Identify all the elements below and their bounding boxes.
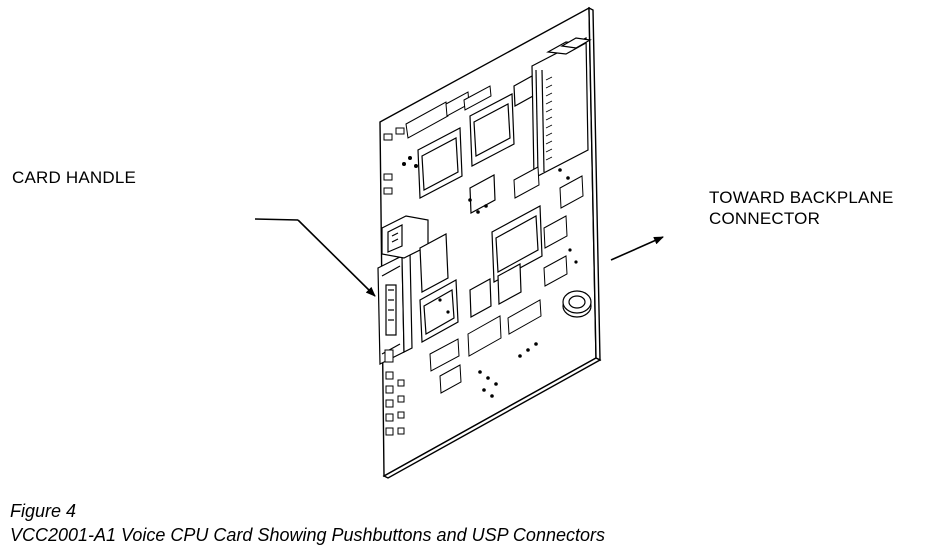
figure-title: VCC2001-A1 Voice CPU Card Showing Pushbu… <box>10 525 605 545</box>
component-pads <box>402 156 578 398</box>
backplane-label-line1: TOWARD BACKPLANE <box>709 188 894 207</box>
circuit-card-drawing <box>254 6 664 479</box>
pushbuttons <box>383 127 405 436</box>
card-handle-arrow <box>254 218 376 297</box>
card-handle-label: CARD HANDLE <box>12 168 137 187</box>
figure-number: Figure 4 <box>10 501 77 521</box>
backplane-arrow <box>610 236 664 261</box>
chips <box>417 75 543 343</box>
backplane-connector-label: TOWARD BACKPLANE CONNECTOR <box>709 187 894 229</box>
figure-caption: Figure 4 VCC2001-A1 Voice CPU Card Showi… <box>10 499 605 547</box>
figure-area: CARD HANDLE TOWARD BACKPLANE CONNECTOR <box>12 6 894 479</box>
card-handle <box>377 251 413 365</box>
backplane-header <box>531 37 592 179</box>
battery <box>562 290 592 318</box>
pin-headers <box>405 85 584 394</box>
rj-connector <box>381 215 429 259</box>
backplane-label-line2: CONNECTOR <box>709 209 821 228</box>
